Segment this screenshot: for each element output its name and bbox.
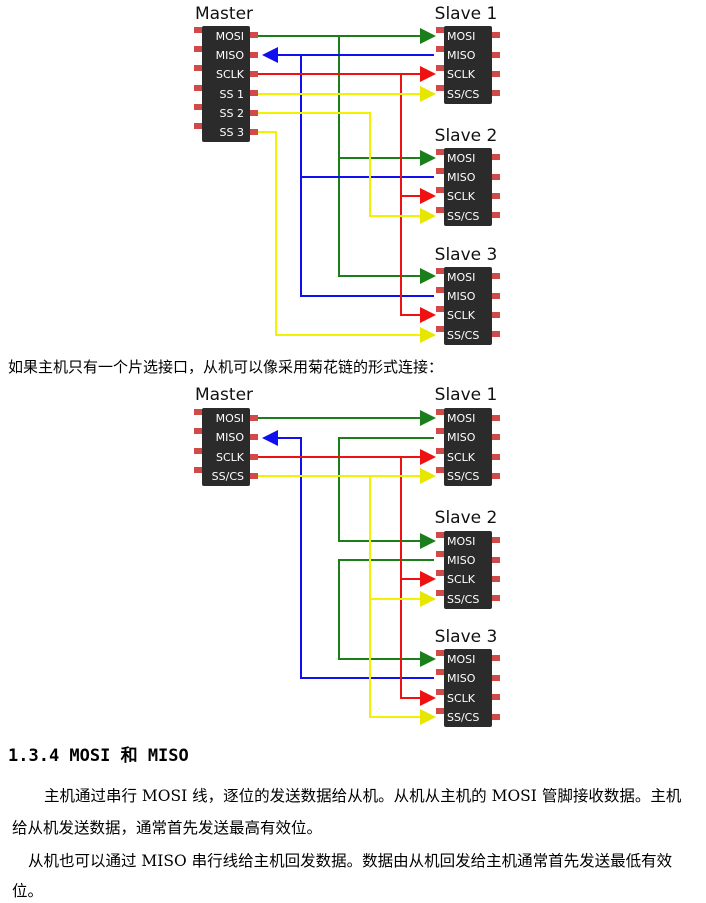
- svg-text:MISO: MISO: [447, 171, 476, 184]
- svg-text:MOSI: MOSI: [216, 30, 244, 43]
- svg-text:SS/CS: SS/CS: [212, 470, 244, 483]
- svg-text:Slave 2: Slave 2: [435, 126, 498, 146]
- svg-text:MOSI: MOSI: [447, 271, 475, 284]
- svg-text:MOSI: MOSI: [216, 412, 244, 425]
- svg-text:SCLK: SCLK: [447, 309, 476, 322]
- paragraph-1-line-2: 给从机发送数据，通常首先发送最高有效位。: [12, 819, 323, 837]
- section-heading: 1.3.4 MOSI 和 MISO: [8, 746, 189, 766]
- caption-text: 如果主机只有一个片选接口，从机可以像采用菊花链的形式连接：: [8, 358, 444, 376]
- svg-text:SS 3: SS 3: [220, 126, 244, 139]
- svg-text:MISO: MISO: [447, 554, 476, 567]
- svg-text:SCLK: SCLK: [447, 451, 476, 464]
- miso-wires: [262, 47, 434, 297]
- svg-text:SS/CS: SS/CS: [447, 88, 479, 101]
- master-chip: Master MOSI MISO SCLK SS/CS: [194, 385, 258, 486]
- ss-wires: [258, 468, 436, 725]
- svg-text:SS/CS: SS/CS: [447, 210, 479, 223]
- svg-text:SS/CS: SS/CS: [447, 711, 479, 724]
- miso-wires: [262, 430, 434, 679]
- paragraph-2-line-1: 从机也可以通过 MISO 串行线给主机回发数据。数据由从机回发给主机通常首先发送…: [28, 852, 673, 870]
- slave-3-chip: Slave 3 MOSI MISO SCLK SS/CS: [435, 627, 500, 727]
- svg-text:Master: Master: [195, 385, 253, 405]
- svg-text:Slave 3: Slave 3: [435, 627, 498, 647]
- svg-text:MISO: MISO: [447, 431, 476, 444]
- svg-text:MISO: MISO: [447, 290, 476, 303]
- svg-text:Slave 3: Slave 3: [435, 245, 498, 265]
- mosi-wires: [258, 28, 436, 284]
- slave-1-chip: Slave 1 MOSI MISO SCLK SS/CS: [435, 4, 500, 104]
- svg-text:MISO: MISO: [216, 431, 245, 444]
- svg-text:SCLK: SCLK: [447, 692, 476, 705]
- slave-2-chip: Slave 2 MOSI MISO SCLK SS/CS: [435, 126, 500, 226]
- slave-2-chip: Slave 2 MOSI MISO SCLK SS/CS: [435, 508, 500, 609]
- slave-3-chip: Slave 3 MOSI MISO SCLK SS/CS: [435, 245, 500, 345]
- svg-text:MOSI: MOSI: [447, 152, 475, 165]
- master-title: Master: [195, 4, 253, 24]
- svg-text:Slave 2: Slave 2: [435, 508, 498, 528]
- spi-diagram-daisy-chain: Master MOSI MISO SCLK SS/CS Slave 1 MOSI…: [194, 385, 500, 727]
- svg-text:SS/CS: SS/CS: [447, 470, 479, 483]
- ss-wires: [258, 86, 436, 343]
- svg-text:MOSI: MOSI: [447, 653, 475, 666]
- svg-text:MISO: MISO: [447, 672, 476, 685]
- sclk-wires: [258, 449, 436, 706]
- svg-text:SS/CS: SS/CS: [447, 329, 479, 342]
- svg-text:MISO: MISO: [216, 49, 245, 62]
- svg-text:SCLK: SCLK: [216, 68, 245, 81]
- paragraph-2-line-2: 位。: [12, 882, 44, 900]
- svg-text:MOSI: MOSI: [447, 535, 475, 548]
- paragraph-1-line-1: 主机通过串行 MOSI 线，逐位的发送数据给从机。从机从主机的 MOSI 管脚接…: [44, 787, 682, 805]
- svg-text:MISO: MISO: [447, 49, 476, 62]
- svg-text:SCLK: SCLK: [447, 68, 476, 81]
- master-chip: Master MOSI MISO SCLK SS 1 SS 2 SS 3: [194, 4, 258, 142]
- svg-text:SCLK: SCLK: [216, 451, 245, 464]
- mosi-wires: [258, 410, 436, 667]
- svg-text:SS 2: SS 2: [220, 107, 244, 120]
- svg-text:Slave 1: Slave 1: [435, 385, 498, 405]
- svg-text:Slave 1: Slave 1: [435, 4, 498, 24]
- sclk-wires: [258, 66, 436, 323]
- svg-text:SCLK: SCLK: [447, 190, 476, 203]
- svg-text:SS/CS: SS/CS: [447, 593, 479, 606]
- svg-text:SS 1: SS 1: [220, 88, 244, 101]
- slave-1-chip: Slave 1 MOSI MISO SCLK SS/CS: [435, 385, 500, 486]
- svg-text:MOSI: MOSI: [447, 412, 475, 425]
- spi-diagram-independent-ss: Master MOSI MISO SCLK SS 1 SS 2 SS 3 Sla…: [194, 4, 500, 345]
- svg-text:MOSI: MOSI: [447, 30, 475, 43]
- svg-text:SCLK: SCLK: [447, 573, 476, 586]
